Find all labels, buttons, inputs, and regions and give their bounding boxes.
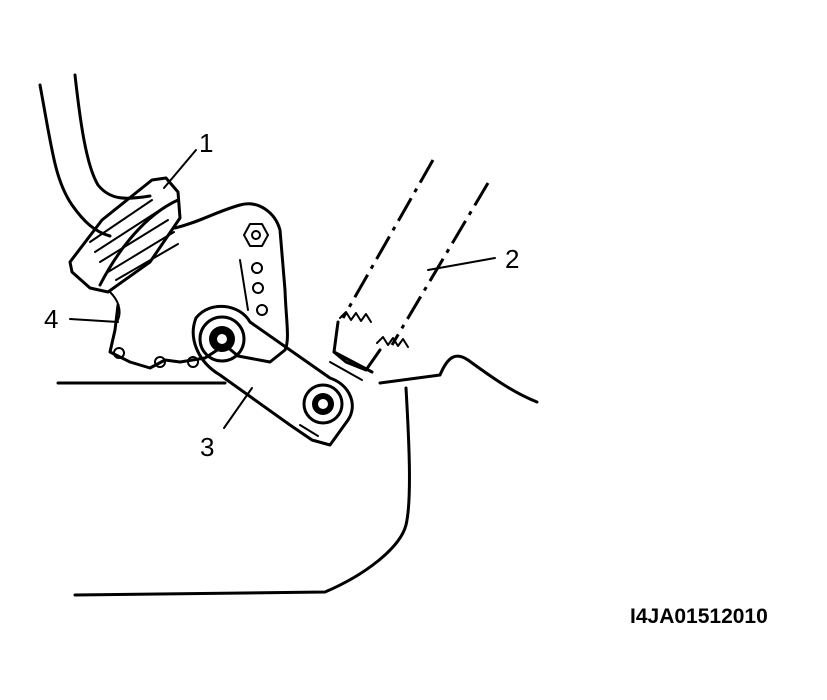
switch-connector: [68, 176, 182, 321]
callout-4: 4: [44, 304, 58, 334]
leader-line-3: [223, 387, 253, 429]
callout-3: 3: [200, 432, 214, 462]
selector-lever: [191, 304, 354, 447]
switch-bracket: [108, 202, 289, 370]
leader-line-1: [163, 149, 197, 189]
leader-line-4: [69, 318, 119, 323]
transmission-case-outline: [56, 354, 539, 597]
leader-line-2: [427, 257, 496, 271]
figure-code: I4JA01512010: [630, 605, 768, 628]
callout-1: 1: [199, 128, 213, 158]
callout-2: 2: [505, 244, 519, 274]
shift-cable: [329, 159, 490, 381]
